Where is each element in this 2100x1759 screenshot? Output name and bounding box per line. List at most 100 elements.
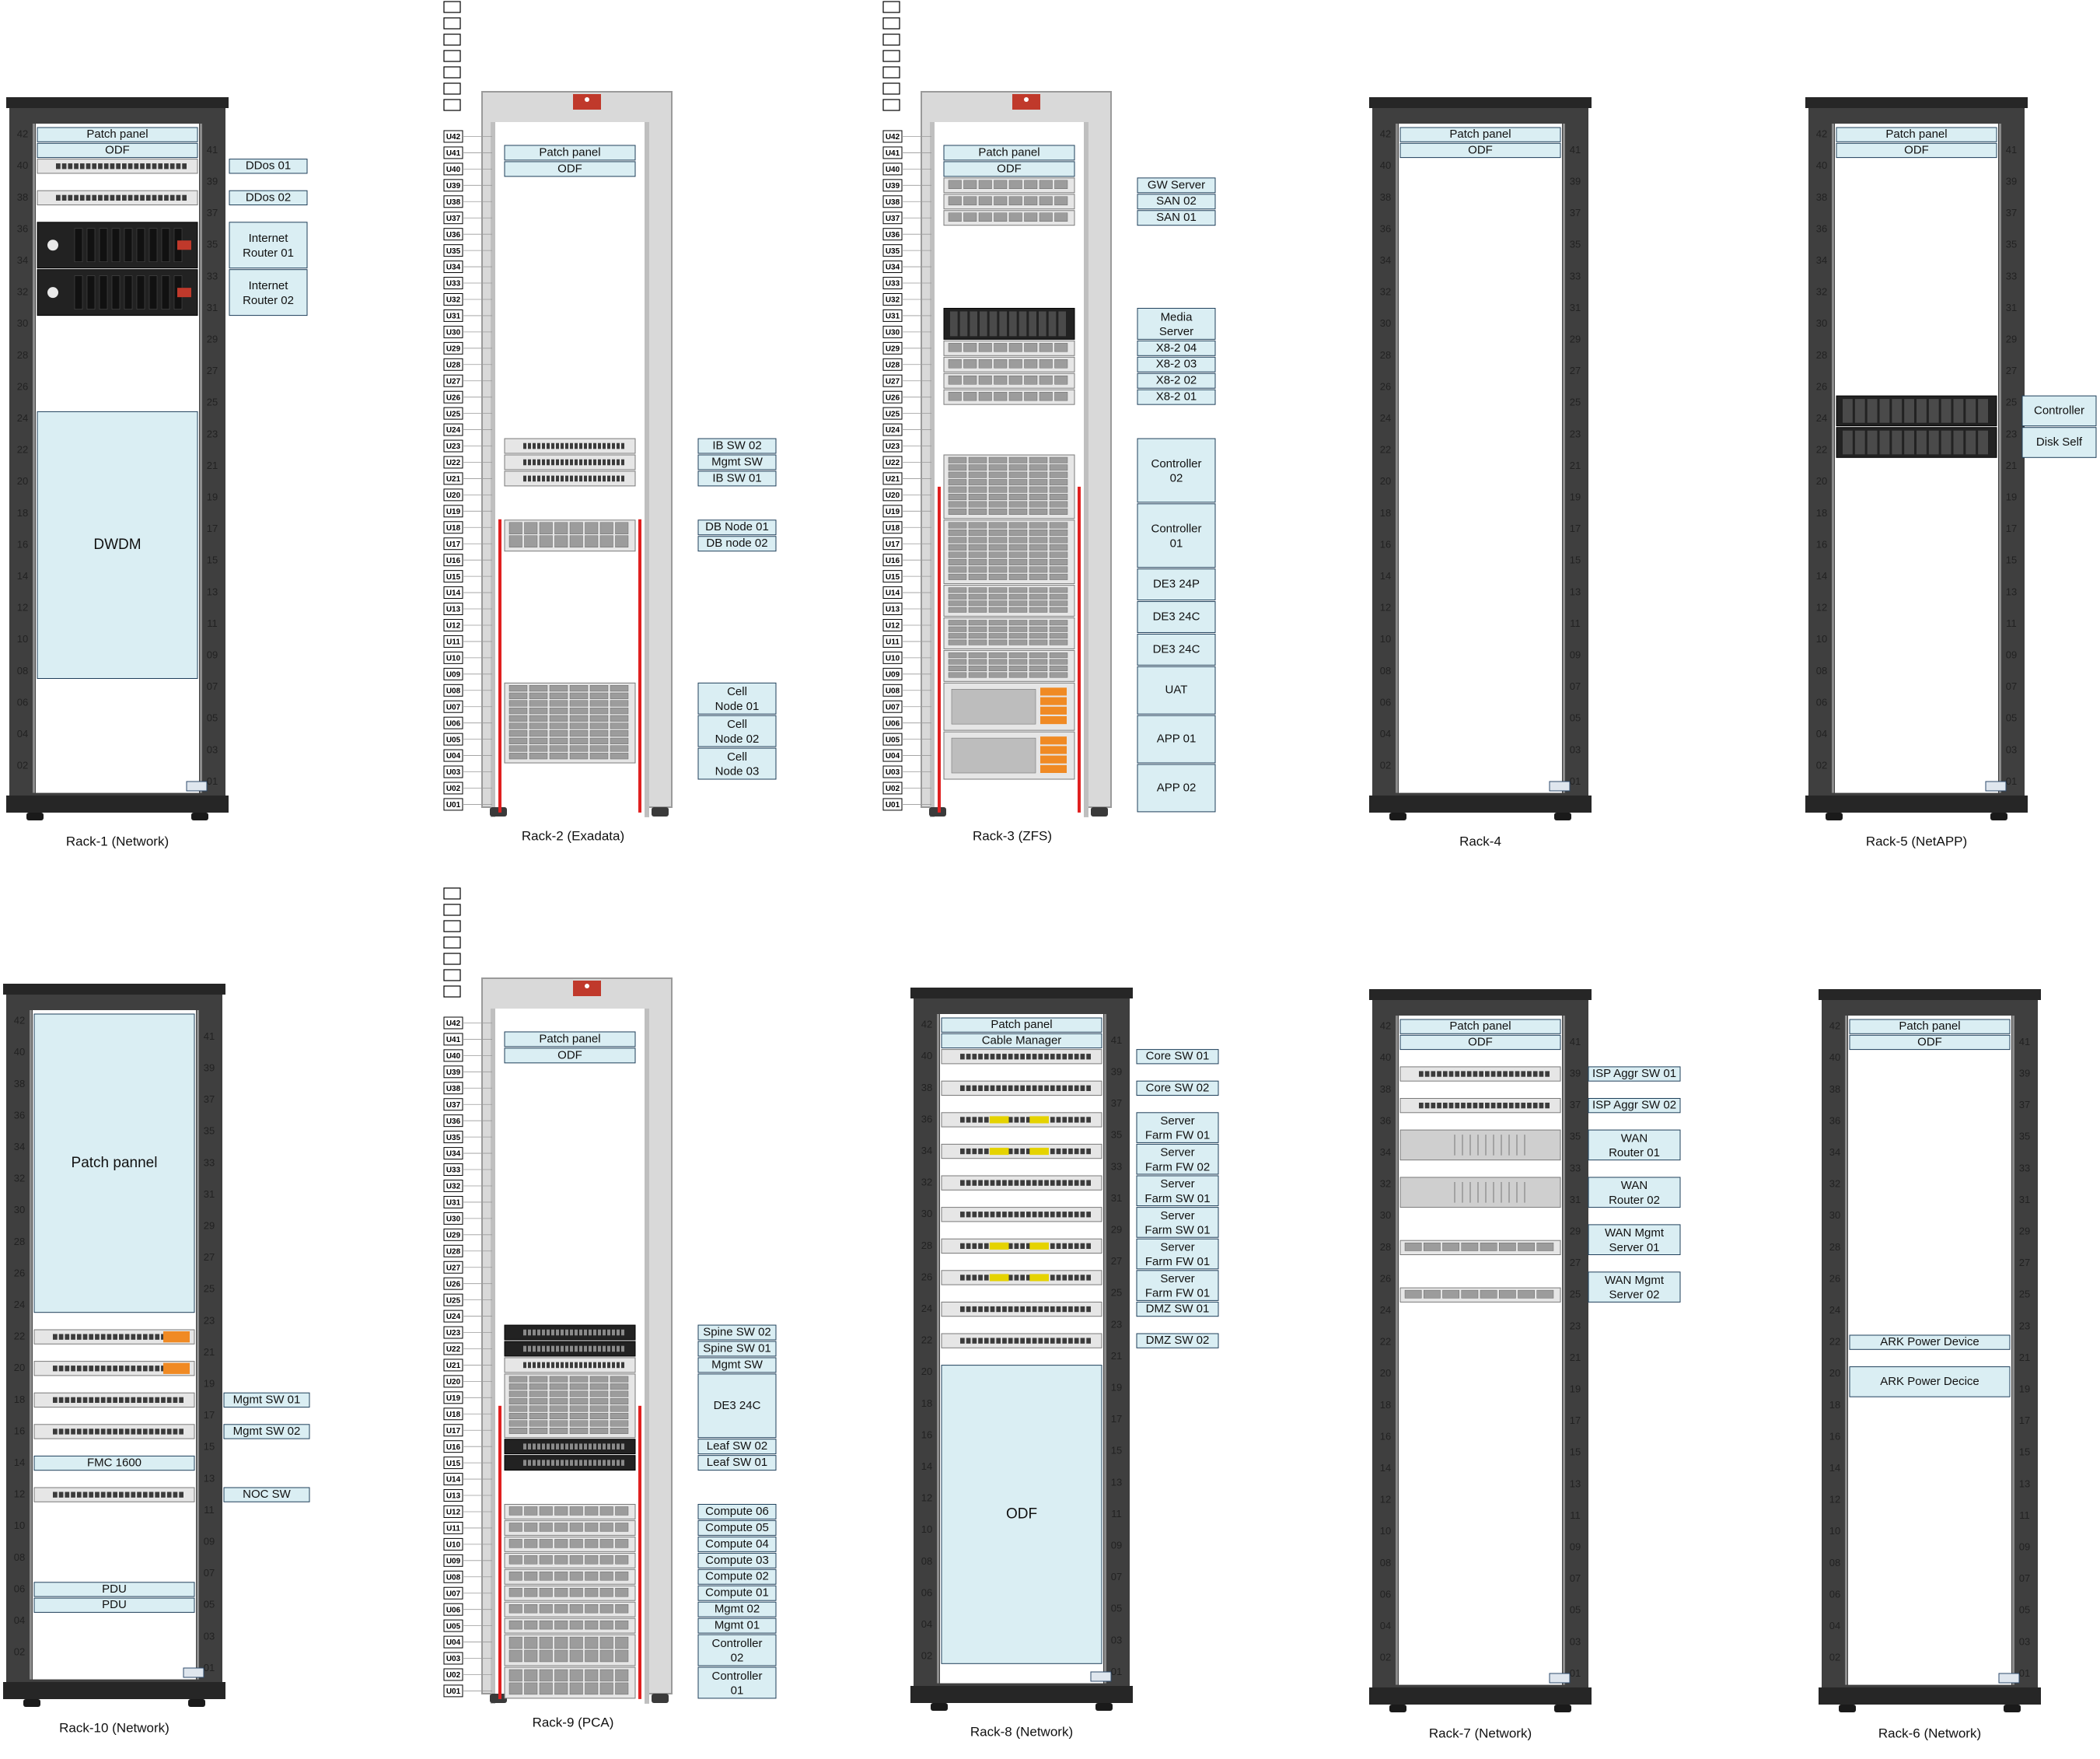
u-number: 37 [1570, 207, 1581, 219]
u-label: U08 [446, 1573, 461, 1582]
drive-bay [599, 1506, 613, 1516]
drive-bay [1024, 343, 1038, 352]
drive-bay [508, 745, 528, 752]
drive-bay [1029, 652, 1048, 659]
u-number: 26 [1380, 380, 1391, 392]
unit-placeholder [443, 1, 461, 13]
port [561, 459, 564, 466]
vent [161, 228, 170, 262]
rack-device [504, 1568, 636, 1585]
u-number: 41 [2006, 144, 2017, 156]
u-number: 08 [17, 665, 28, 677]
port [61, 194, 67, 201]
u-label: U35 [446, 1134, 461, 1142]
u-number: 14 [1380, 570, 1391, 582]
port [100, 1366, 106, 1372]
u-number: 40 [1380, 1051, 1391, 1063]
rack-rail-right [2012, 1016, 2014, 1685]
port [100, 1491, 106, 1498]
callout-box [697, 1373, 777, 1439]
port-highlight [989, 1116, 1009, 1124]
callout: Compute 05 [697, 1519, 777, 1536]
u-label: U15 [446, 1460, 461, 1468]
callout-label: Mgmt 02 [715, 1603, 760, 1616]
u-number: 41 [1111, 1034, 1122, 1046]
u-label: U41 [886, 149, 900, 158]
drive-bay [1008, 672, 1028, 678]
rack-device [504, 1666, 636, 1699]
port [593, 1443, 596, 1450]
port [79, 194, 85, 201]
port [575, 1362, 578, 1369]
port [533, 1443, 536, 1450]
drive-bay [610, 745, 629, 752]
rack-device: Patch panel [504, 1031, 636, 1047]
port [561, 1460, 564, 1466]
drive-bay [1536, 1242, 1554, 1251]
port [1074, 1243, 1079, 1250]
pdu-rail [498, 519, 501, 813]
device-label: PDU [102, 1582, 127, 1596]
port [537, 475, 540, 482]
port [1074, 1275, 1079, 1281]
port-highlight [989, 1147, 1009, 1156]
u-number: 42 [921, 1019, 932, 1030]
port [100, 1429, 106, 1435]
unit-placeholder [443, 50, 461, 62]
drive-bay [539, 1669, 553, 1682]
drive-bay [948, 633, 967, 639]
port [110, 163, 115, 170]
drive-bay [585, 1506, 599, 1516]
drive-bay [589, 1420, 609, 1427]
drive-bay [569, 685, 589, 692]
port [158, 194, 163, 201]
u-number: 06 [1380, 1588, 1391, 1600]
u-number: 18 [1829, 1399, 1840, 1411]
u-number: 18 [1380, 507, 1391, 519]
port [547, 1460, 550, 1466]
drive-bay [1049, 666, 1068, 672]
device-label-box [504, 1031, 636, 1047]
port [1050, 1243, 1055, 1250]
u-number: 42 [14, 1015, 25, 1026]
drive-bay [1867, 399, 1878, 423]
drive-bay [948, 566, 967, 573]
drive-bay [524, 1539, 538, 1548]
callout-box [697, 519, 777, 536]
u-number: 36 [17, 222, 28, 234]
drive-bay [508, 1383, 528, 1390]
callout-box [223, 1487, 310, 1502]
u-number: 23 [1570, 428, 1581, 439]
port [1068, 1306, 1073, 1313]
port [145, 194, 151, 201]
drive-bay [1029, 464, 1048, 471]
drive-bay [610, 730, 629, 737]
drive-bay [988, 530, 1008, 536]
u-number: 26 [14, 1267, 25, 1278]
drive-bay [524, 1555, 538, 1565]
device-label: ARK Power Device [1880, 1335, 1979, 1348]
drive-bay [508, 1398, 528, 1404]
u-number: 15 [1570, 1446, 1581, 1458]
port [116, 163, 121, 170]
drive-bay [1008, 593, 1028, 600]
drive-bay [508, 730, 528, 737]
port [137, 1334, 142, 1340]
port [990, 1306, 995, 1313]
u-number: 20 [1829, 1367, 1840, 1379]
drive-bay [599, 1620, 613, 1630]
port [161, 1429, 166, 1435]
rack-interior [1399, 1016, 1562, 1685]
port [960, 1117, 965, 1123]
port [617, 1362, 620, 1369]
port [598, 459, 601, 466]
port [1056, 1085, 1061, 1092]
callout: Compute 02 [697, 1568, 777, 1585]
callout-box [1137, 210, 1216, 226]
drive-bay [968, 593, 987, 600]
drive-bay [963, 376, 977, 385]
device-label-box [33, 1455, 195, 1471]
port [122, 194, 127, 201]
device-chassis [1399, 1129, 1561, 1161]
